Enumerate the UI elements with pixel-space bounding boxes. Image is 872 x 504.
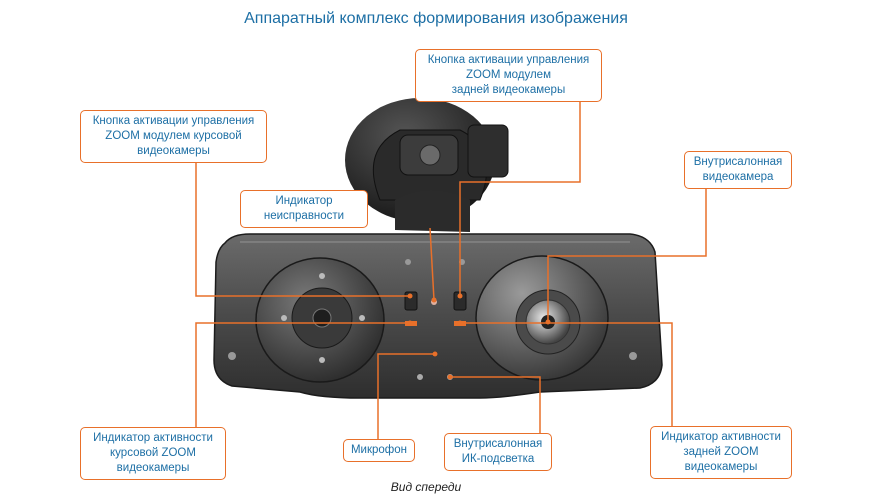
front-activity-led bbox=[405, 321, 417, 326]
callout-ir-light: Внутрисалонная ИК-подсветка bbox=[444, 433, 552, 471]
callout-line: Внутрисалонная bbox=[453, 438, 543, 450]
callout-line: задней видеокамеры bbox=[451, 84, 566, 96]
dial-screw bbox=[319, 357, 325, 363]
callout-line: видеокамеры bbox=[137, 145, 210, 157]
callout-line: видеокамеры bbox=[684, 461, 758, 473]
mount-ridge bbox=[467, 124, 509, 178]
dial-screw bbox=[281, 315, 287, 321]
zoom-rear-button[interactable] bbox=[453, 291, 467, 311]
callout-line: Индикатор bbox=[275, 195, 333, 207]
callout-line: ZOOM модулем курсовой bbox=[105, 130, 242, 142]
ir-light bbox=[416, 373, 424, 381]
dial-screw bbox=[359, 315, 365, 321]
callout-line: задней ZOOM bbox=[683, 446, 759, 458]
zoom-front-button[interactable] bbox=[404, 291, 418, 311]
body-screw bbox=[228, 352, 236, 360]
callout-line: Кнопка активации управления bbox=[92, 115, 255, 127]
interior-camera-pupil bbox=[541, 315, 555, 329]
callout-rear-activity-indicator: Индикатор активности задней ZOOM видеока… bbox=[650, 426, 792, 479]
callout-interior-camera: Внутрисалонная видеокамера bbox=[684, 151, 792, 189]
fault-led bbox=[431, 299, 437, 305]
callout-line: Индикатор активности bbox=[661, 431, 781, 443]
rear-activity-led bbox=[454, 321, 466, 326]
callout-zoom-rear-button: Кнопка активации управления ZOOM модулем… bbox=[415, 49, 602, 102]
callout-line: Индикатор активности bbox=[93, 432, 213, 444]
callout-line: видеокамеры bbox=[116, 462, 190, 474]
body-screw bbox=[629, 352, 637, 360]
callout-line: неисправности bbox=[263, 210, 345, 222]
front-camera-lens bbox=[312, 308, 332, 328]
ir-light bbox=[446, 373, 454, 381]
callout-line: ИК-подсветка bbox=[461, 453, 535, 465]
callout-microphone: Микрофон bbox=[343, 439, 415, 462]
microphone-hole bbox=[432, 351, 438, 357]
callout-front-activity-indicator: Индикатор активности курсовой ZOOM видео… bbox=[80, 427, 226, 480]
callout-line: ZOOM модулем bbox=[466, 69, 551, 81]
callout-fault-indicator: Индикатор неисправности bbox=[240, 190, 368, 228]
mount-stem bbox=[395, 190, 470, 232]
view-caption: Вид спереди bbox=[390, 480, 462, 494]
diagram-title: Аппаратный комплекс формирования изображ… bbox=[244, 10, 628, 27]
dial-screw bbox=[319, 273, 325, 279]
body-screw bbox=[459, 259, 465, 265]
callout-line: курсовой ZOOM bbox=[110, 447, 196, 459]
callout-line: Кнопка активации управления bbox=[427, 54, 590, 66]
callout-zoom-front-button: Кнопка активации управления ZOOM модулем… bbox=[80, 110, 267, 163]
body-screw bbox=[405, 259, 411, 265]
mount-screw bbox=[419, 144, 441, 166]
callout-line: видеокамера bbox=[702, 171, 774, 183]
callout-line: Микрофон bbox=[350, 444, 408, 456]
callout-line: Внутрисалонная bbox=[693, 156, 783, 168]
